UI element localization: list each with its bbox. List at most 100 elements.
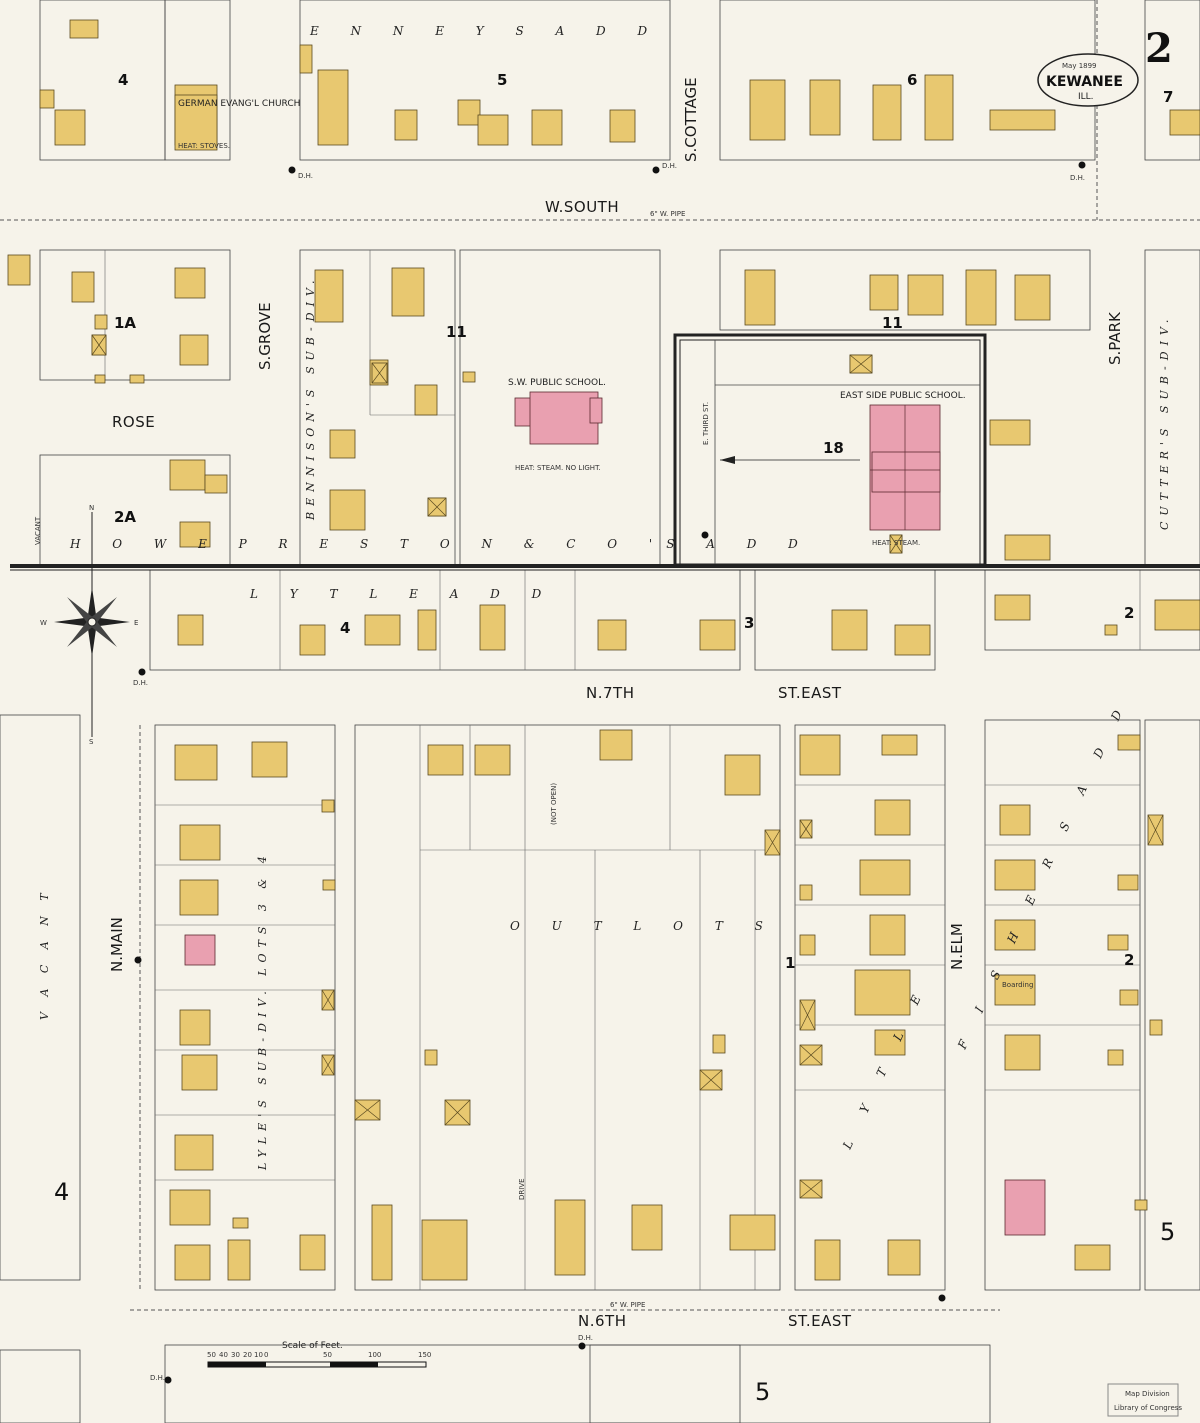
block-number: 4 [340, 619, 350, 637]
library-stamp: Map Division Library of Congress [1107, 1383, 1182, 1417]
street-e-third: E. THIRD ST. [702, 402, 710, 445]
scale-tick: 100 [368, 1351, 381, 1359]
compass-west: W [40, 619, 47, 627]
east-side-public-school: EAST SIDE PUBLIC SCHOOL. HEAT: STEAM. [720, 391, 966, 547]
hydrant-label: D.H. [662, 162, 677, 170]
preston-addition-label: H O W E P R E S T O N & C O 'S A D D [69, 537, 812, 551]
compass-south: S [89, 738, 94, 746]
compass-rose: N E W S [40, 504, 138, 746]
vacant-small-label: VACANT [34, 516, 42, 545]
block-number: 3 [744, 614, 754, 632]
not-open-label: (NOT OPEN) [550, 783, 558, 825]
street-labels: W.SOUTH ROSE N.7TH ST.EAST N.6TH ST.EAST… [108, 77, 1124, 1330]
fire-hydrants [134, 161, 1086, 1384]
scale-tick: 20 [243, 1351, 252, 1359]
street-n-seventh: N.7TH [586, 684, 634, 702]
block-number: 5 [497, 71, 507, 89]
block-number: 6 [907, 71, 917, 89]
east-school-heat-label: HEAT: STEAM. [872, 539, 920, 547]
hydrant-icon [138, 668, 146, 676]
church-label: GERMAN EVANG'L CHURCH [178, 99, 300, 109]
hydrant-label: D.H. [1070, 174, 1085, 182]
sheet-header: 2 May 1899 KEWANEE ILL. [1037, 25, 1173, 107]
street-w-south: W.SOUTH [545, 198, 619, 216]
scale-tick: 150 [418, 1351, 431, 1359]
lytle-addition-label: L Y T L E A D D [249, 587, 555, 601]
stamp-line1: Map Division [1125, 1390, 1170, 1398]
hydrant-icon [578, 1342, 586, 1350]
scale-tick: 0 [264, 1351, 268, 1359]
sheet-number: 2 [1145, 25, 1173, 72]
block-number: 7 [1163, 88, 1173, 106]
hydrant-icon [1078, 161, 1086, 169]
sw-school-heat-label: HEAT: STEAM. NO LIGHT. [515, 464, 601, 472]
scale-tick: 50 [207, 1351, 216, 1359]
hydrant-label: D.H. [150, 1374, 165, 1382]
water-pipe-label: 6" W. PIPE [650, 210, 685, 218]
cutters-subdiv-label: CUTTER'S SUB-DIV. [1158, 314, 1171, 530]
cartouche-city: KEWANEE [1046, 74, 1123, 90]
compass-east: E [134, 619, 138, 627]
block-number: 2 [1124, 951, 1134, 969]
hydrant-icon [701, 531, 709, 539]
lyles-subdiv-label: LYLE'S SUB-DIV. LOTS 3 & 4 [256, 850, 269, 1171]
hydrant-labels: D.H. D.H. D.H. D.H. D.H. D.H. [133, 162, 1085, 1382]
scale-of-feet: Scale of Feet. 50 40 30 20 10 0 50 100 1… [207, 1341, 431, 1368]
out-lots-label: O U T L O T S [510, 919, 777, 933]
block-number: 2A [114, 508, 136, 526]
adjacent-sheet-numbers: 4 5 5 [54, 1178, 1175, 1406]
block-number: 1A [114, 314, 136, 332]
hydrant-label: D.H. [578, 1334, 593, 1342]
kenneys-addition-label: E N N E Y S A D D [309, 24, 661, 38]
adjacent-sheet-right: 5 [1160, 1218, 1175, 1246]
street-s-park: S.PARK [1106, 311, 1124, 365]
howe-street-line [10, 564, 1200, 571]
hydrant-icon [288, 166, 296, 174]
water-pipe-labels: 6" W. PIPE 6" W. PIPE [610, 210, 685, 1309]
bennisons-subdiv-label: BENNISON'S SUB-DIV. [304, 275, 317, 521]
drive-label: DRIVE [518, 1178, 526, 1200]
cartouche-state: ILL. [1078, 92, 1094, 102]
cartouche-date: May 1899 [1062, 62, 1097, 70]
scale-title: Scale of Feet. [282, 1341, 343, 1351]
block-number: 1 [785, 954, 795, 972]
block-numbers: 4 5 6 7 1A 2A 11 11 18 4 3 2 1 2 [114, 71, 1173, 972]
street-rose: ROSE [112, 413, 155, 431]
boarding-label: Boarding [1002, 981, 1033, 989]
street-n-sixth-east: ST.EAST [788, 1312, 852, 1330]
water-pipe-lines [0, 0, 1200, 1311]
compass-north: N [89, 504, 94, 512]
east-school-label: EAST SIDE PUBLIC SCHOOL. [840, 391, 966, 401]
street-n-elm: N.ELM [948, 923, 966, 970]
stamp-line2: Library of Congress [1114, 1404, 1182, 1412]
scale-tick: 50 [323, 1351, 332, 1359]
street-n-main: N.MAIN [108, 917, 126, 972]
hydrant-icon [164, 1376, 172, 1384]
vacant-left-label: V A C A N T [38, 887, 51, 1020]
hydrant-label: D.H. [298, 172, 313, 180]
block-number: 11 [882, 314, 903, 332]
lot-lines [104, 250, 1141, 1290]
german-evangelical-church: GERMAN EVANG'L CHURCH HEAT: STOVES. [174, 94, 300, 151]
adjacent-sheet-left: 4 [54, 1178, 69, 1206]
street-n-seventh-east: ST.EAST [778, 684, 842, 702]
hydrant-label: D.H. [133, 679, 148, 687]
sw-public-school: S.W. PUBLIC SCHOOL. HEAT: STEAM. NO LIGH… [508, 378, 606, 472]
hydrant-icon [938, 1294, 946, 1302]
hydrant-icon [652, 166, 660, 174]
street-s-cottage: S.COTTAGE [682, 77, 700, 162]
sheds [91, 334, 1164, 1199]
water-pipe-label: 6" W. PIPE [610, 1301, 645, 1309]
street-n-sixth: N.6TH [578, 1312, 626, 1330]
dwellings [7, 19, 1200, 1281]
church-heat-label: HEAT: STOVES. [178, 142, 230, 150]
block-number: 18 [823, 439, 844, 457]
scale-tick: 40 [219, 1351, 228, 1359]
scale-tick: 10 [254, 1351, 263, 1359]
fishers-addition-label: F I S H E R S A D D [955, 696, 1131, 1053]
block-number: 4 [118, 71, 128, 89]
hydrant-icon [134, 956, 142, 964]
scale-tick: 30 [231, 1351, 240, 1359]
block-number: 2 [1124, 604, 1134, 622]
adjacent-sheet-bottom: 5 [755, 1378, 770, 1406]
